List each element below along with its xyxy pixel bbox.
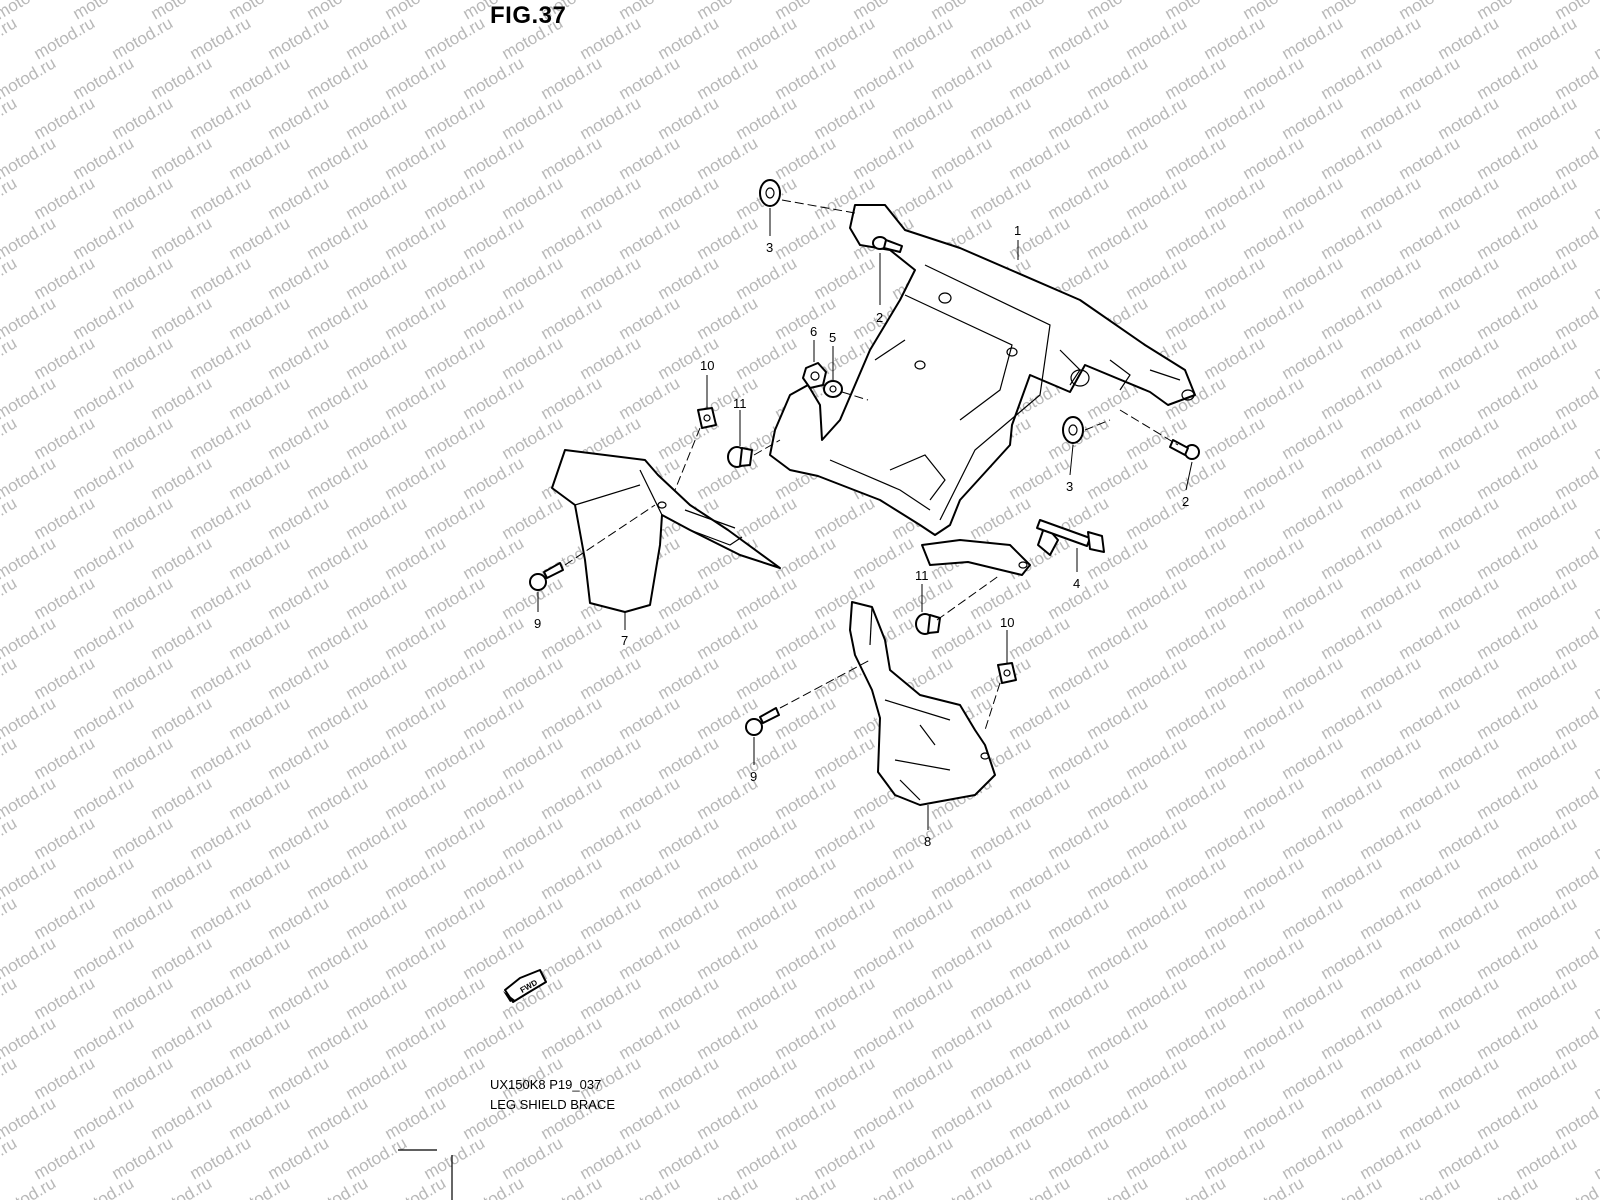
- callout-11-right: 11: [915, 568, 929, 583]
- callout-2-upper: 2: [876, 310, 883, 325]
- part-4-long-bolt: [1036, 519, 1105, 553]
- registration-marks: [398, 1149, 453, 1200]
- figure-title: FIG.37: [490, 2, 567, 29]
- callout-5: 5: [829, 330, 836, 345]
- callout-9-left: 9: [534, 616, 541, 631]
- callout-11-left: 11: [733, 396, 747, 411]
- part-5-washer: [823, 380, 843, 398]
- part-10-clip-nut-right: [997, 662, 1017, 684]
- part-11-grommet-right: [915, 613, 941, 635]
- callout-9-right: 9: [750, 769, 757, 784]
- model-code-caption: UX150K8 P19_037: [490, 1077, 602, 1092]
- callout-4: 4: [1073, 576, 1080, 591]
- callout-10-left: 10: [700, 358, 714, 373]
- part-6-nut: [802, 362, 827, 389]
- callout-1: 1: [1014, 223, 1021, 238]
- part-3-washer-lower: [1062, 416, 1084, 444]
- callout-7: 7: [621, 633, 628, 648]
- callout-6: 6: [810, 324, 817, 339]
- callout-2-lower: 2: [1182, 494, 1189, 509]
- callouts: 1 2 2 3 3 4 5 6 7 8 9 9 10 10 11 11: [534, 223, 1189, 849]
- part-11-grommet-left: [727, 446, 753, 468]
- assembly-lines: [564, 199, 1179, 731]
- part-9-screw-right: [745, 707, 780, 736]
- part-1-brace-frame: [769, 204, 1196, 576]
- part-2-bolt-lower: [1169, 439, 1200, 460]
- part-8-right-cover: [849, 601, 996, 806]
- part-9-screw-left: [529, 562, 564, 591]
- part-7-left-cover: [551, 449, 781, 613]
- callout-3-upper: 3: [766, 240, 773, 255]
- part-2-bolt-upper: [872, 236, 903, 253]
- callout-8: 8: [924, 834, 931, 849]
- fwd-arrow-icon: FWD: [503, 969, 547, 1003]
- section-name-caption: LEG SHIELD BRACE: [490, 1097, 615, 1112]
- part-10-clip-nut-left: [697, 407, 717, 429]
- part-3-washer-upper: [759, 179, 781, 207]
- callout-3-lower: 3: [1066, 479, 1073, 494]
- leader-lines: [537, 208, 1193, 830]
- callout-10-right: 10: [1000, 615, 1014, 630]
